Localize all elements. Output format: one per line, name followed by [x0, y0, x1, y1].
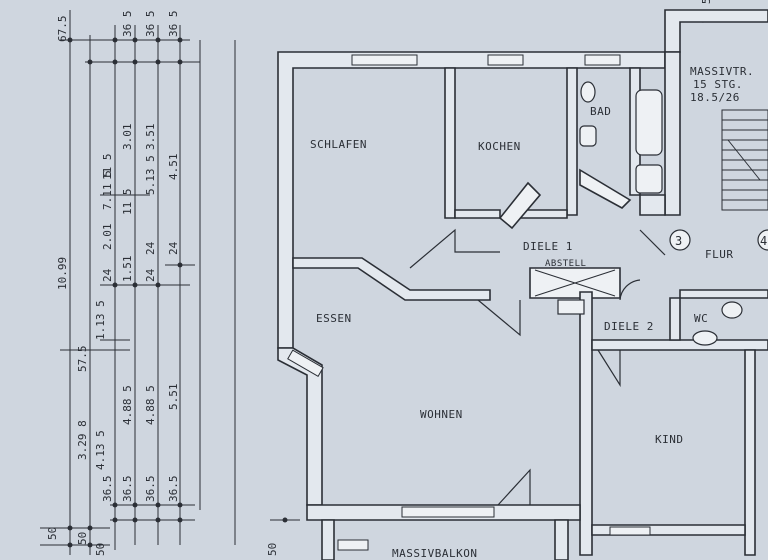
room-schlafen: SCHLAFEN [310, 138, 367, 151]
dim-col1-0: 10.99 [56, 257, 69, 290]
marker-4 [757, 229, 768, 251]
marker-4-label: 4 [760, 234, 767, 248]
room-flur: FLUR [705, 248, 734, 261]
dim-col4-4: 4.88 5 [121, 385, 134, 425]
kitchen-sink-icon [557, 299, 585, 315]
toilet-icon [580, 81, 596, 103]
stair-label-1: MASSIVTR. [690, 65, 754, 78]
stair-label-3: 18.5/26 [690, 91, 740, 104]
room-essen: ESSEN [316, 312, 352, 325]
doors [409, 228, 666, 506]
dim-col4-6: 36.5 [101, 476, 114, 503]
dim-col5-3: 4.88 5 [144, 385, 157, 425]
staircase [721, 109, 768, 211]
stair-label-2: 15 STG. [693, 78, 743, 91]
dim-col6-0: 5.13 5 [144, 155, 157, 195]
room-abstell: ABSTELL [545, 259, 586, 269]
room-diele2: DIELE 2 [604, 320, 654, 333]
dim-bottom-mid: 50 [266, 543, 279, 556]
room-wc: WC [694, 312, 708, 325]
fixtures [557, 81, 743, 346]
marker-3 [669, 229, 691, 251]
dim-col4-1: 2.01 [101, 224, 114, 251]
circle-markers [669, 229, 768, 251]
dim-col6-1: 24 [167, 241, 180, 255]
dim-col2-2: 50 [46, 527, 59, 540]
dim-col3-0: 7.11 5 [101, 170, 114, 210]
dim-col3-1: 11 5 [101, 154, 114, 181]
dim-col7-0: 4.51 [167, 154, 180, 181]
abstell-cross [534, 269, 616, 297]
dim-col5-1: 11 5 [121, 189, 134, 216]
marker-3-label: 3 [675, 234, 682, 248]
dim-col4-2: 24 [101, 268, 114, 282]
room-kind: KIND [655, 433, 684, 446]
dim-col6-4: 36.5 [144, 476, 157, 503]
dim-col3-4: 4.13 5 [94, 430, 107, 470]
dim-col6-2: 5.51 [167, 384, 180, 411]
dim-bottom-left: 50 [94, 543, 107, 556]
walls [277, 9, 768, 560]
dim-col7-1: 24 [144, 241, 157, 255]
wc-toilet-icon [692, 330, 718, 346]
dim-col5-2: 24 [144, 268, 157, 282]
dim-col4-3: 1.51 [121, 256, 134, 283]
dimension-dots [67, 37, 288, 548]
room-kochen: KOCHEN [478, 140, 521, 153]
dim-col5-4: 36 5 [144, 11, 157, 38]
dim-col5-0: 3.51 [144, 124, 157, 151]
dim-col4-0: 3.01 [121, 124, 134, 151]
dim-col3-3: 57.5 [76, 346, 89, 373]
dim-col4-5: 36 5 [121, 11, 134, 38]
shower-tray-icon [635, 164, 663, 194]
dim-col6-3: 36 5 [167, 11, 180, 38]
dim-col2-0: 3.29 8 [76, 420, 89, 460]
dim-col3-5: 50 [76, 532, 89, 545]
dim-col3-2: 1.13 5 [94, 300, 107, 340]
dim-col5-5: 36.5 [121, 476, 134, 503]
wc-sink-icon [721, 301, 743, 319]
washbasin-icon [579, 125, 597, 147]
room-diele1: DIELE 1 [523, 240, 573, 253]
windows [287, 54, 651, 551]
dim-col2-1: 67.5 [56, 16, 69, 43]
dim-col7-2: 36.5 [167, 476, 180, 503]
room-balkon: MASSIVBALKON [392, 547, 477, 560]
room-wohnen: WOHNEN [420, 408, 463, 421]
bathtub-icon [635, 89, 663, 156]
room-bad: BAD [590, 105, 611, 118]
